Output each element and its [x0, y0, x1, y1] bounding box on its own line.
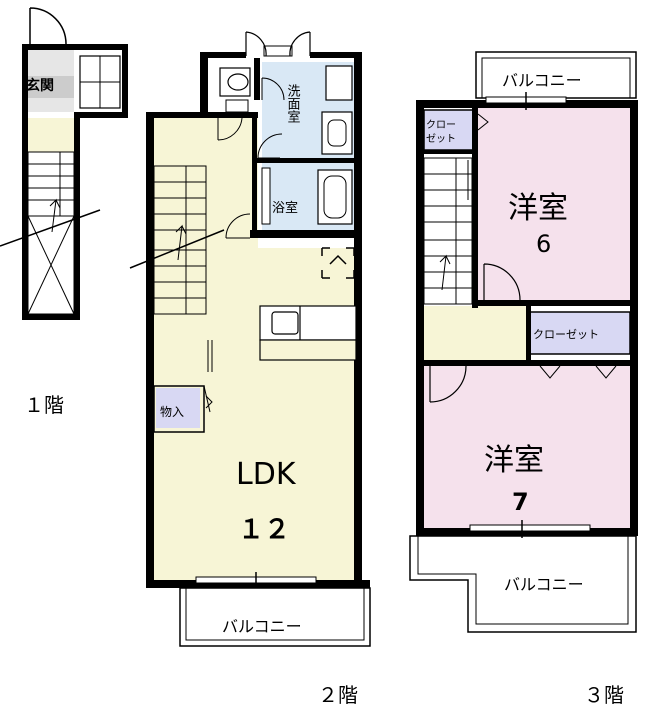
wall — [146, 112, 154, 586]
wall — [416, 100, 638, 108]
wall — [630, 100, 638, 536]
wall — [74, 112, 128, 118]
stairs-f2 — [129, 165, 225, 315]
senmen-label: 洗面室 — [285, 84, 301, 123]
wall — [146, 580, 370, 588]
floor-1 — [0, 7, 128, 320]
stairs-f1 — [0, 151, 101, 315]
closet-b-floor — [530, 312, 630, 354]
wall — [416, 100, 424, 536]
door-icon — [429, 365, 467, 403]
washing-machine — [325, 65, 353, 101]
wall — [252, 158, 362, 163]
toilet-icon — [219, 67, 251, 97]
floor-1-label: １階 — [24, 393, 64, 417]
monoire-floor — [156, 388, 200, 428]
entry-door-icon — [29, 7, 67, 45]
wall — [200, 52, 208, 118]
closet-a-label-1: クロー — [426, 119, 456, 131]
hall-floor — [28, 118, 74, 152]
ldk-size: １２ — [238, 515, 290, 545]
balcony-f3-bottom-label: バルコニー — [504, 575, 584, 594]
bathtub-icon — [317, 169, 353, 225]
wall — [416, 528, 638, 536]
floor-3 — [409, 51, 638, 633]
door-icon — [225, 213, 251, 239]
genkan-step — [28, 76, 74, 98]
balcony-f3-top-label: バルコニー — [502, 71, 582, 90]
wall — [254, 58, 260, 100]
yoshitsu-a-floor — [478, 106, 630, 300]
floor-3-label: ３階 — [584, 683, 624, 707]
yoshitsu-b-size: 7 — [512, 488, 529, 516]
balcony-f2-label: バルコニー — [222, 617, 302, 636]
yokushitsu-label: 浴室 — [272, 200, 298, 216]
door-icon — [289, 31, 311, 57]
floor-2-label: ２階 — [318, 683, 358, 707]
door-icon — [245, 31, 267, 57]
wall — [74, 112, 80, 320]
wall — [310, 52, 362, 58]
genkan-label: 玄関 — [26, 77, 54, 94]
wall — [250, 230, 362, 238]
door-icon — [483, 263, 521, 301]
balcony-f3-top — [475, 51, 637, 99]
closet-a-floor — [424, 110, 474, 150]
wall — [526, 300, 531, 366]
ldk-floor — [152, 118, 356, 580]
wall — [200, 52, 246, 58]
wall — [354, 238, 362, 588]
ldk-label: LDK — [236, 457, 297, 492]
door-icon — [261, 77, 285, 101]
stairs-f3 — [423, 157, 473, 305]
monoire-outline — [153, 385, 205, 433]
door-icon — [217, 117, 243, 141]
wall — [252, 116, 257, 238]
door-icon — [257, 133, 283, 159]
monoire-label: 物入 — [160, 405, 184, 419]
wall — [424, 150, 478, 154]
yoshitsu-b-label: 洋室 — [484, 443, 544, 478]
wall — [22, 44, 128, 50]
balcony-f2 — [179, 587, 371, 647]
wall — [354, 52, 362, 232]
yoshitsu-a-label: 洋室 — [508, 191, 568, 226]
fridge-space-icon — [321, 247, 355, 279]
senmen-label-text: 洗面室 — [285, 84, 301, 123]
wall — [146, 112, 218, 118]
hall-f3-floor — [424, 306, 528, 362]
wall — [22, 44, 28, 320]
wash-basin — [321, 111, 353, 155]
kitchen-counter — [259, 305, 357, 361]
closet-door-icon — [539, 365, 617, 379]
wall — [472, 108, 478, 308]
yoshitsu-b-floor — [424, 364, 630, 530]
window — [469, 524, 591, 532]
yoshitsu-a-size: 6 — [536, 230, 551, 258]
closet-a-label-2: ゼット — [426, 133, 456, 145]
wall — [22, 314, 80, 320]
wall — [472, 300, 638, 306]
closet-b-label: クローゼット — [533, 328, 599, 341]
floor-2 — [129, 31, 371, 647]
wall — [208, 112, 258, 118]
wall — [122, 44, 128, 118]
